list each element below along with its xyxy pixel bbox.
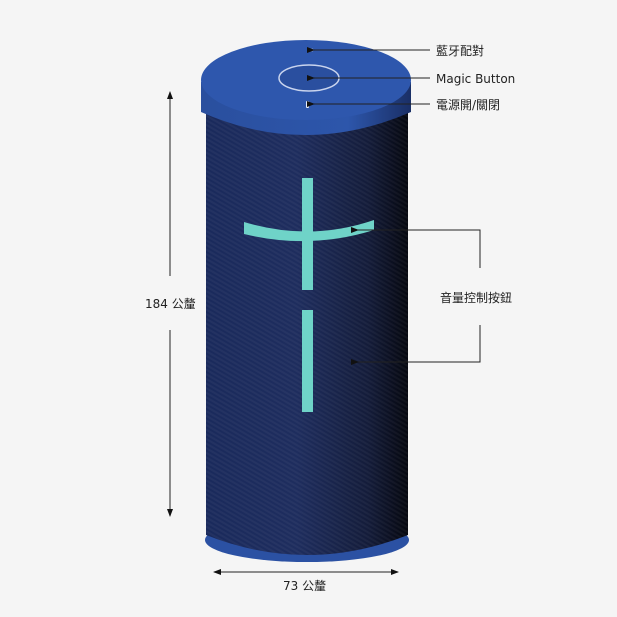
power-button[interactable] bbox=[306, 101, 309, 108]
volume-down-button[interactable] bbox=[302, 310, 313, 412]
speaker bbox=[201, 40, 411, 562]
label-magic-button: Magic Button bbox=[436, 72, 515, 86]
bluetooth-pair-button[interactable] bbox=[310, 48, 314, 52]
callout-lines bbox=[167, 47, 481, 575]
volume-up-horizontal[interactable] bbox=[244, 220, 374, 242]
label-volume-buttons: 音量控制按鈕 bbox=[440, 290, 512, 305]
label-height: 184 公釐 bbox=[145, 296, 196, 311]
label-power: 電源開/關閉 bbox=[436, 98, 500, 112]
label-bluetooth-pairing: 藍牙配對 bbox=[436, 44, 484, 58]
label-width: 73 公釐 bbox=[283, 578, 326, 593]
